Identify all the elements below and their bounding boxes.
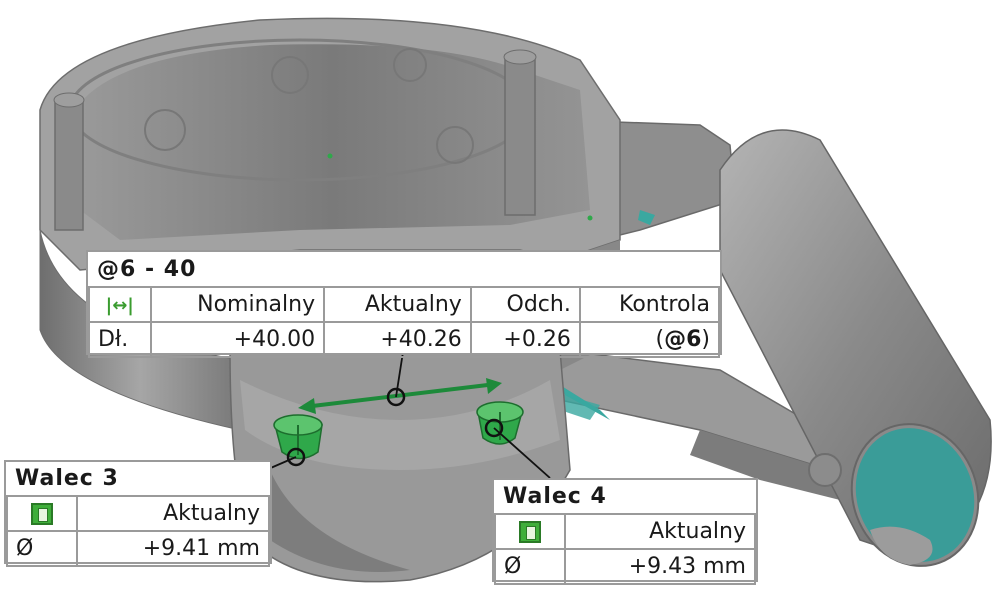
cylinder-4-title: Walec 4 xyxy=(495,480,755,515)
dimension-arrow[interactable] xyxy=(298,378,502,414)
dimension-title: @6 - 40 xyxy=(89,252,719,288)
scanned-part-ring xyxy=(39,17,621,431)
scanned-part-bowl xyxy=(229,342,571,583)
row-label: Dł. xyxy=(88,321,152,358)
cylinder-3-title: Walec 3 xyxy=(7,462,269,497)
cylinder-3-diameter: +9.41 mm xyxy=(76,530,270,567)
header-actual: Aktualny xyxy=(323,286,472,323)
cylinder-3-feature[interactable] xyxy=(273,414,323,460)
control-value: (@6) xyxy=(578,321,721,358)
header-deviation: Odch. xyxy=(469,286,581,323)
header-nominal: Nominalny xyxy=(149,286,326,323)
scanned-part-cylinder-handle xyxy=(719,129,992,567)
length-arrows-icon: |↔| xyxy=(88,286,152,323)
diameter-symbol: Ø xyxy=(494,548,566,585)
cylinder-icon xyxy=(494,513,566,550)
cylinder-4-header: Aktualny xyxy=(564,513,756,550)
cylinder-4-feature[interactable] xyxy=(476,401,524,445)
cylinder-icon xyxy=(6,495,78,532)
diameter-symbol: Ø xyxy=(6,530,78,567)
header-control: Kontrola xyxy=(578,286,721,323)
cylinder-3-label-table[interactable]: Walec 3 Aktualny Ø +9.41 mm xyxy=(4,460,272,567)
cylinder-4-label-table[interactable]: Walec 4 Aktualny Ø +9.43 mm xyxy=(492,478,758,585)
deviation-value: +0.26 xyxy=(469,321,581,358)
dimension-label-table[interactable]: @6 - 40 |↔| Nominalny Aktualny Odch. Kon… xyxy=(86,250,722,358)
nominal-value: +40.00 xyxy=(149,321,326,358)
leader-lines xyxy=(265,351,551,479)
actual-value: +40.26 xyxy=(323,321,472,358)
cylinder-4-diameter: +9.43 mm xyxy=(564,548,756,585)
cylinder-3-header: Aktualny xyxy=(76,495,270,532)
